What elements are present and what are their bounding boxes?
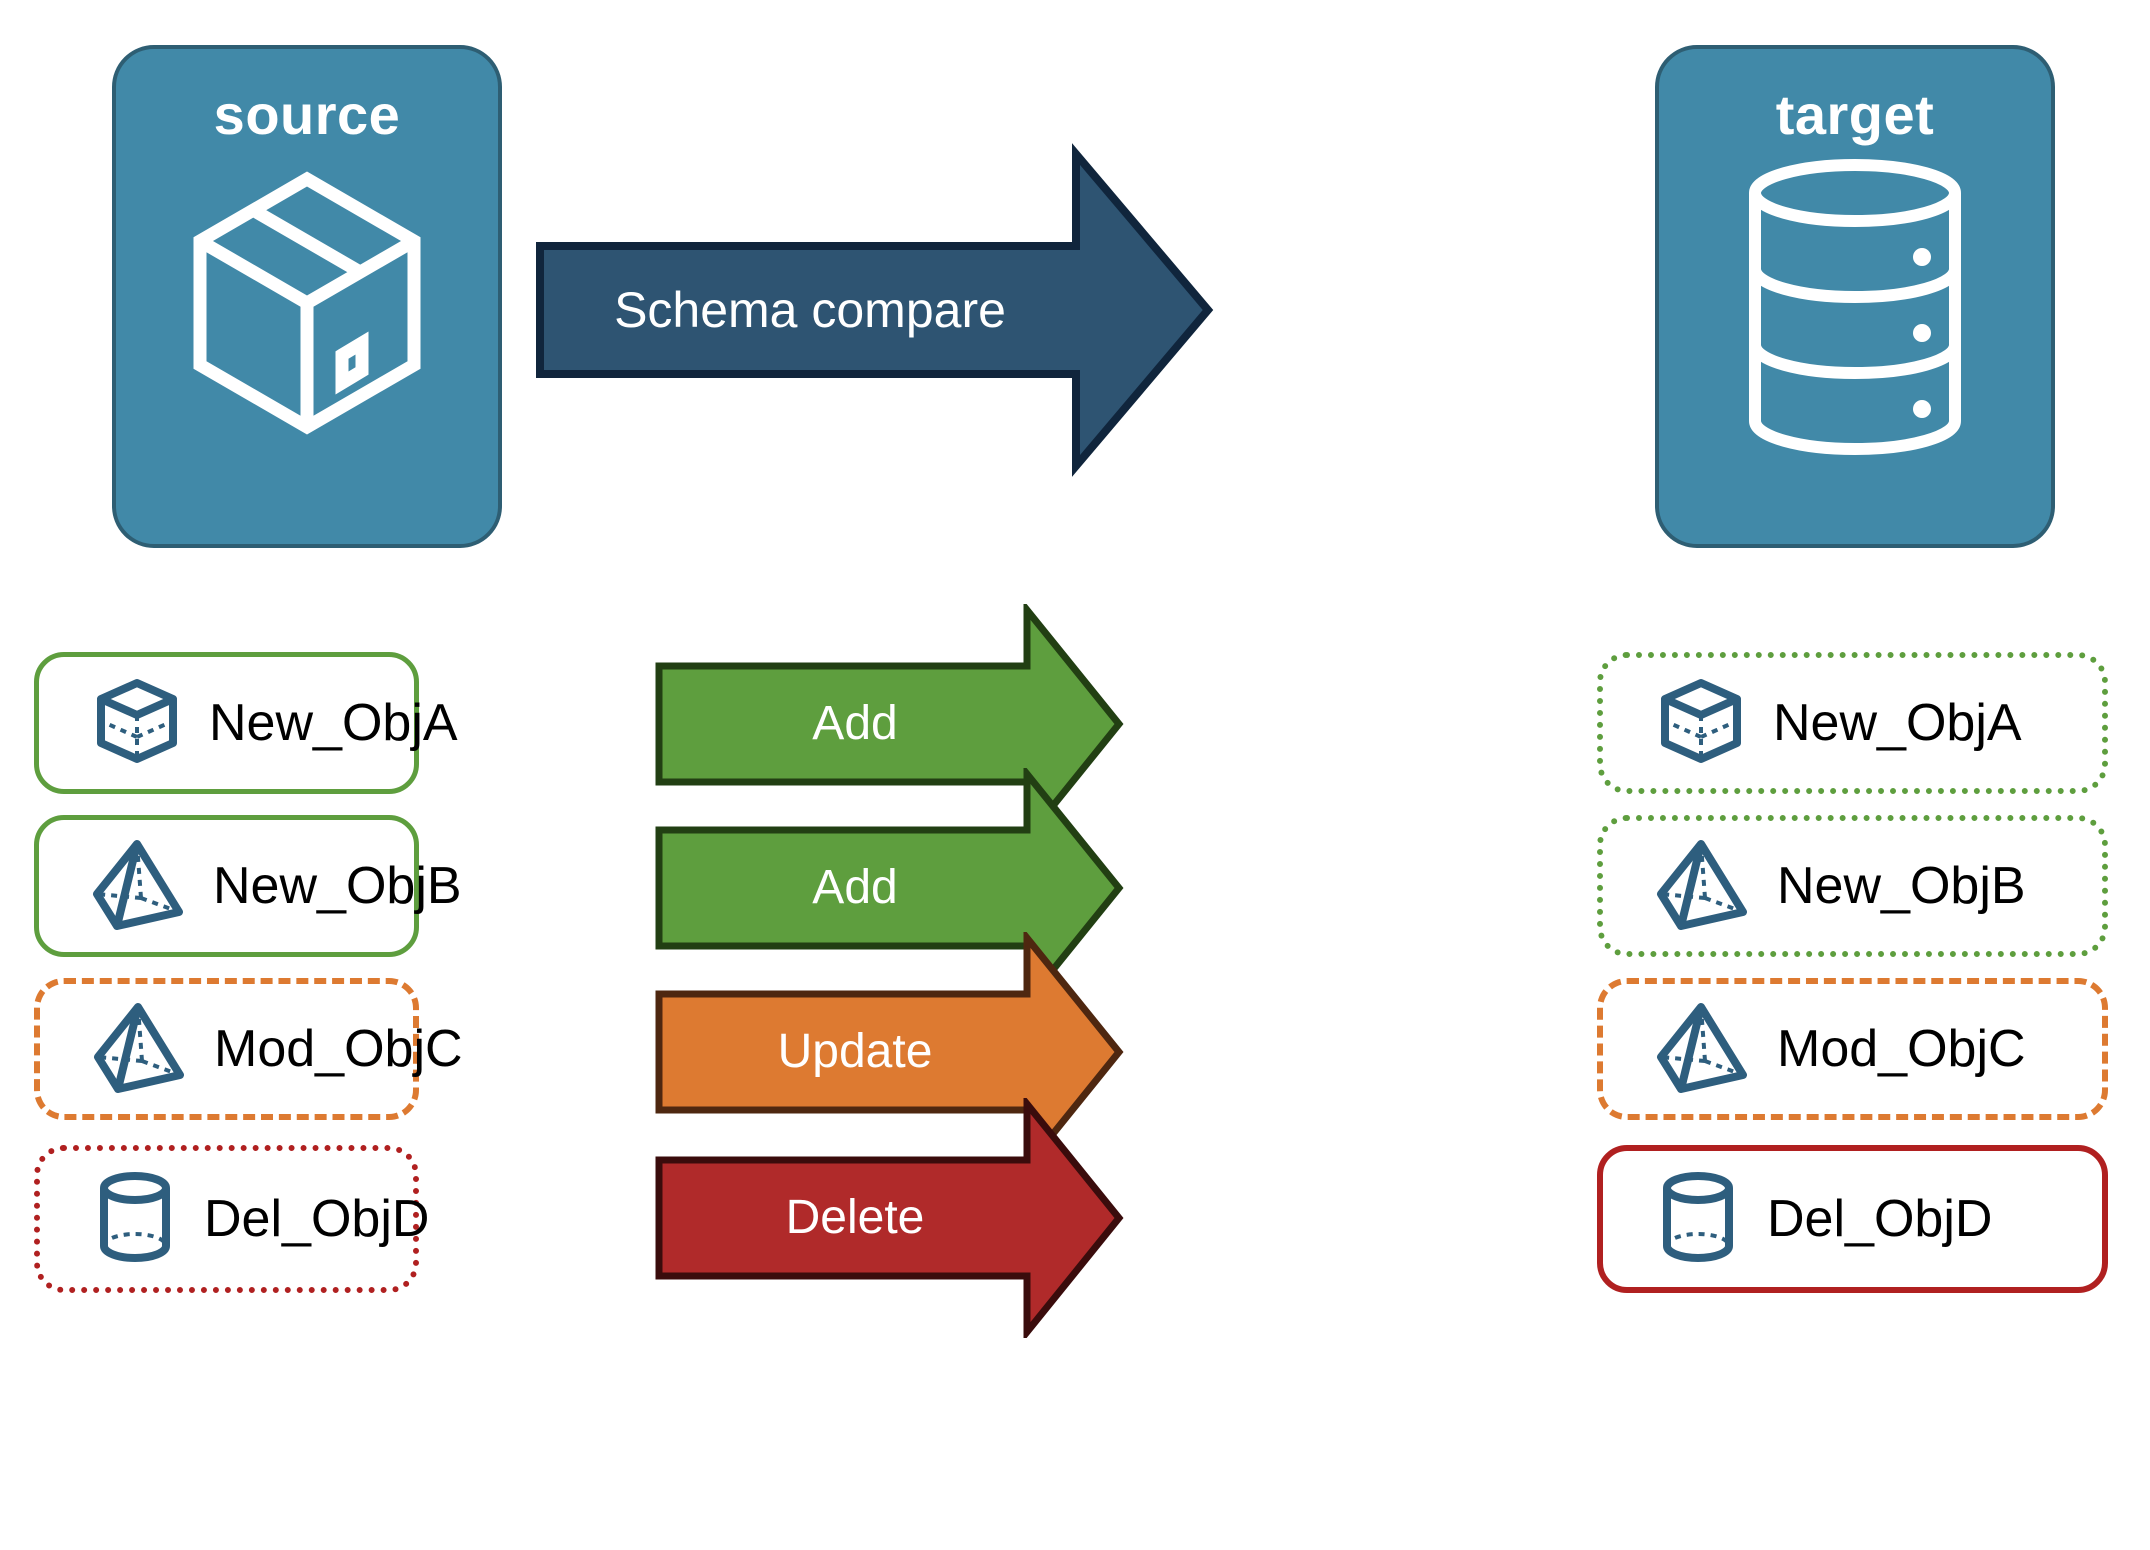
source-endpoint-title: source bbox=[213, 83, 401, 146]
row-action-arrow-1[interactable] bbox=[655, 764, 1125, 1012]
target-object-label-3: Del_ObjD bbox=[1767, 1190, 1993, 1248]
source-object-label-3: Del_ObjD bbox=[204, 1190, 430, 1248]
wireframe-pyramid-icon bbox=[1655, 999, 1751, 1100]
source-endpoint-card[interactable]: source bbox=[112, 45, 502, 548]
target-endpoint-card[interactable]: target bbox=[1655, 45, 2055, 548]
wireframe-pyramid-icon bbox=[1655, 836, 1751, 937]
source-object-card-2[interactable]: Mod_ObjC bbox=[34, 978, 463, 1120]
source-object-label-2: Mod_ObjC bbox=[214, 1020, 463, 1078]
row-action-arrow-3[interactable] bbox=[655, 1094, 1125, 1342]
target-object-card-0[interactable]: New_ObjA bbox=[1597, 652, 2108, 794]
row-action-label-3: Delete bbox=[785, 1191, 925, 1244]
wireframe-pyramid-icon bbox=[92, 999, 188, 1100]
package-cube-icon bbox=[182, 157, 432, 492]
target-object-label-2: Mod_ObjC bbox=[1777, 1020, 2026, 1078]
target-object-card-3[interactable]: Del_ObjD bbox=[1597, 1145, 2108, 1293]
wireframe-cylinder-icon bbox=[1655, 1169, 1741, 1270]
source-object-label-0: New_ObjA bbox=[209, 694, 458, 752]
target-object-card-2[interactable]: Mod_ObjC bbox=[1597, 978, 2108, 1120]
source-object-label-1: New_ObjB bbox=[213, 857, 462, 915]
wireframe-pyramid-icon bbox=[91, 836, 187, 937]
row-action-label-1: Add bbox=[812, 861, 898, 914]
wireframe-cylinder-icon bbox=[92, 1169, 178, 1270]
target-object-label-1: New_ObjB bbox=[1777, 857, 2026, 915]
source-object-card-0[interactable]: New_ObjA bbox=[34, 652, 458, 794]
schema-compare-arrow[interactable] bbox=[536, 140, 1216, 480]
schema-compare-arrow-label: Schema compare bbox=[614, 282, 1006, 338]
row-action-arrow-0[interactable] bbox=[655, 600, 1125, 848]
database-cylinder-icon bbox=[1740, 157, 1970, 472]
row-action-label-2: Update bbox=[777, 1025, 933, 1078]
source-object-card-3[interactable]: Del_ObjD bbox=[34, 1145, 429, 1293]
wireframe-cube-icon bbox=[91, 675, 183, 772]
target-object-card-1[interactable]: New_ObjB bbox=[1597, 815, 2108, 957]
source-object-card-1[interactable]: New_ObjB bbox=[34, 815, 462, 957]
row-action-arrow-2[interactable] bbox=[655, 928, 1125, 1176]
wireframe-cube-icon bbox=[1655, 675, 1747, 772]
target-object-label-0: New_ObjA bbox=[1773, 694, 2022, 752]
target-endpoint-title: target bbox=[1775, 83, 1935, 146]
row-action-label-0: Add bbox=[812, 697, 898, 750]
